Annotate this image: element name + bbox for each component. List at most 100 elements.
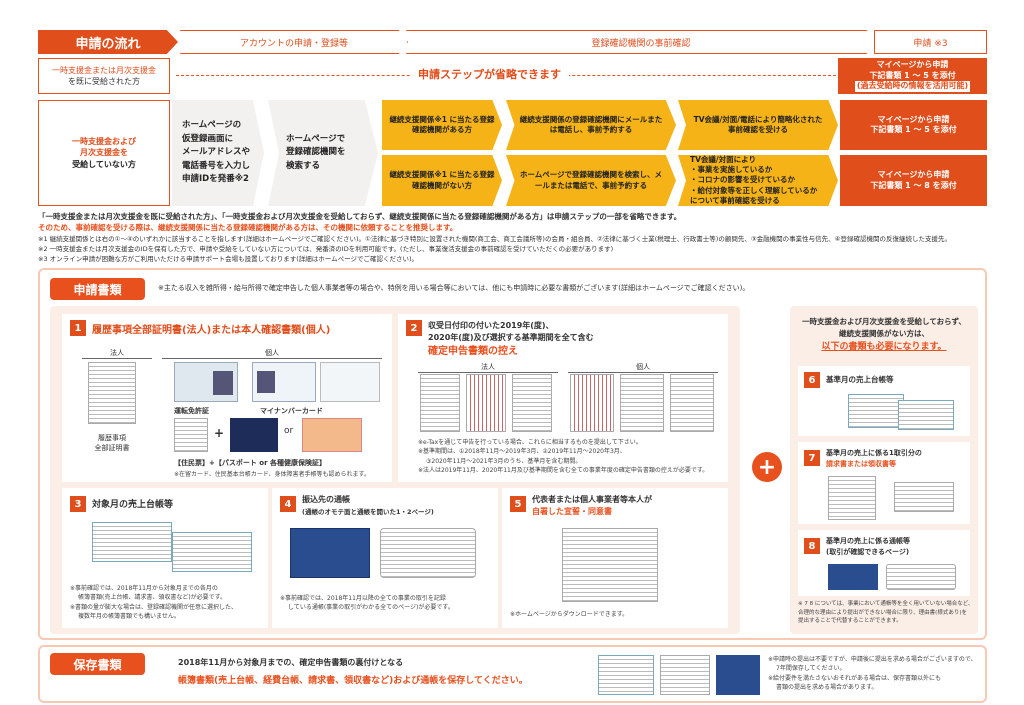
received-line1: 一時支援金または月次支援金 (52, 65, 156, 75)
flow-header: 申請の流れ アカウントの申請・登録等 登録確認機関の事前確認 申請 ※3 (38, 30, 987, 54)
extra-head-line3: 以下の書類も必要になります。 (821, 342, 947, 352)
step-apply: 申請 ※3 (874, 30, 987, 54)
has-relation-box: 継続支援関係※1 に当たる登録確認機関がある方 (382, 100, 502, 150)
indiv-return-image-1 (570, 374, 614, 432)
not-received-box: 一時支援金および 月次支援金を 受給していない方 (38, 100, 170, 206)
extra-docs-panel: 一時支援金および月次支援金を受給しておらず、 継続支援関係がない方は、 以下の書… (790, 306, 978, 634)
skip-apply-line2: 下記書類 1 〜 5 を添付 (869, 70, 956, 80)
extra-note3: 提出することで代替することができます。 (798, 618, 902, 625)
invoice-image (828, 476, 876, 520)
doc2-note1: ※e-Taxを通じて申告を行っている場合、これらに相当するものを提出して下さい。 (418, 439, 642, 446)
apply-box-a: マイページから申請 下記書類 1 〜 5 を添付 (840, 100, 987, 150)
doc7-line2: 請求書または領収書等 (826, 459, 896, 468)
doc3-card: 3 対象月の売上台帳等 ※事前確認では、2018年11月から対象月までの各月の … (62, 488, 268, 628)
doc7-card: 7 基準月の売上に係る1取引分の 請求書または領収書等 (798, 442, 970, 524)
keep-section: 保存書類 2018年11月から対象月までの、確定申告書類の裏付けとなる 帳簿書類… (38, 645, 987, 703)
flow-title: 申請の流れ (38, 30, 178, 54)
keep-note3: ※給付要件を満たさないおそれがある場合は、保存書類以外にも (768, 674, 942, 682)
doc1-card: 1 履歴事項全部証明書(法人)または本人確認書類(個人) 法人 履歴事項 全部証… (62, 314, 392, 482)
full-check-box: TV会議/対面により ・事業を実施しているか ・コロナの影響を受けているか ・給… (678, 155, 838, 206)
doc8-number: 8 (804, 538, 820, 554)
receipt-image (894, 482, 954, 512)
search-line1: ホームページで (286, 133, 346, 144)
doc7-number: 7 (804, 450, 820, 466)
note-1: ※1 継続支援関係とは右の①〜④のいずれかに該当することを指します(詳細はホーム… (38, 234, 952, 243)
doc5-title: 代表者または個人事業者等本人が 自署した宣誓・同意書 (532, 494, 652, 518)
keep-notes: ※申請時の提出は不要ですが、申請後に提出を求める場合がございますので、 7年間保… (768, 655, 986, 692)
doc2-card: 2 収受日付印の付いた2019年(度)、 2020年(度)及び選択する基準期間を… (398, 314, 728, 482)
note-2: ※2 一時支援金または月次支援金のIDを保有した方で、申請や受給をしていない方に… (38, 244, 614, 253)
corp-return-image-3 (512, 374, 552, 432)
corp-return-image-1 (420, 374, 460, 432)
search-box: ホームページで 登録確認機関を 検索する (268, 100, 378, 206)
doc2-corp-label: 法人 (418, 362, 558, 373)
skip-apply-box: マイページから申請 下記書類 1 〜 5 を添付 (過去受給時の情報を活用可能) (838, 58, 987, 94)
extra-note2: 合理的な理由により提出ができない場合に限り、理由書(様式あり)を (798, 609, 967, 616)
doc1-corp-label: 法人 (82, 348, 152, 359)
doc8-line1: 基準月の売上に係る通帳等 (826, 537, 910, 545)
license-image (174, 362, 238, 402)
full-check-line2: ・事業を実施しているか (690, 165, 773, 175)
apply-box-b: マイページから申請 下記書類 1 〜 8 を添付 (840, 155, 987, 206)
keep-note2: 7年間保存してください。 (776, 665, 846, 673)
skip-apply-line3: (過去受給時の情報を活用可能) (854, 81, 971, 92)
extra-note1: ※ 7 8 については、事業において通帳等を全く用いていない場合など、 (798, 601, 974, 607)
mynumber-photo-icon (257, 371, 275, 393)
received-line2: を既に受給された方 (68, 77, 140, 86)
license-photo-icon (213, 371, 233, 395)
passport-image (230, 418, 278, 452)
not-received-line1: 一時支援金および (72, 136, 136, 146)
doc3-notes: ※事前確認では、2018年11月から対象月までの各月の 帳簿書類(売上台帳、請求… (70, 584, 265, 621)
apply-a-line2: 下記書類 1 〜 5 を添付 (870, 125, 957, 134)
doc6-title: 基準月の売上台帳等 (826, 375, 894, 384)
base-ledger-image-2 (898, 400, 954, 430)
doc3-note1: ※事前確認では、2018年11月から対象月までの各月の (70, 585, 218, 592)
skip-row: 一時支援金または月次支援金 を既に受給された方 申請ステップが省略できます マイ… (38, 58, 987, 94)
doc2-line1: 収受日付印の付いた2019年(度)、 (428, 321, 554, 330)
registry-cert-line2: 全部証明書 (94, 443, 130, 452)
passbook-open-image (380, 528, 476, 578)
mynumber-card-image (252, 362, 316, 402)
doc2-note3: ③2020年11月〜2021年3月のうち、基準月を含む期間。 (426, 457, 582, 465)
plus-sign: + (214, 426, 225, 440)
extra-docs-notes: ※ 7 8 については、事業において通帳等を全く用いていない場合など、 合理的な… (798, 600, 976, 626)
indiv-return-image-3 (670, 374, 714, 432)
doc4-title: 振込先の通帳 (302, 495, 350, 504)
doc1-indiv-label: 個人 (162, 348, 382, 359)
insurance-card-image (302, 418, 362, 452)
reserve-box-b: ホームページで登録確認機関を検索し、メールまたは電話で、事前予約する (506, 155, 676, 206)
doc8-title: 基準月の売上に係る通帳等 (取引が確認できるページ) (826, 536, 910, 557)
keep-tag: 保存書類 (50, 653, 145, 675)
doc6-card: 6 基準月の売上台帳等 (798, 366, 970, 436)
registry-cert-line1: 履歴事項 (98, 434, 126, 442)
documents-section: 申請書類 ※主たる収入を雑所得・給与所得で確定申告した個人事業者等の場合や、特例… (38, 268, 987, 640)
doc1-title: 履歴事項全部証明書(法人)または本人確認書類(個人) (92, 325, 331, 336)
step-account: アカウントの申請・登録等 (180, 30, 408, 54)
base-passbook-open-image (886, 564, 956, 590)
doc3-note3: ※書類の量が膨大な場合は、登録確認機関が任意に選択した、 (70, 603, 238, 611)
not-received-line2: 月次支援金を (80, 148, 128, 158)
full-check-line4: ・給付対象等を正しく理解しているか (690, 185, 818, 195)
documents-tag: 申請書類 (50, 278, 145, 300)
mynumber-label: マイナンバーカード (260, 407, 323, 415)
plus-circle-icon: + (752, 452, 782, 482)
register-line5: 申請IDを発番※2 (182, 174, 249, 185)
keep-line1: 2018年11月から対象月までの、確定申告書類の裏付けとなる (178, 658, 404, 667)
full-check-line1: TV会議/対面により (690, 155, 757, 165)
doc7-title: 基準月の売上に係る1取引分の 請求書または領収書等 (826, 448, 922, 469)
doc3-title: 対象月の売上台帳等 (92, 500, 174, 510)
register-line2: 仮登録画面に (182, 133, 234, 144)
apply-b-line1: マイページから申請 (877, 170, 950, 180)
doc5-line1: 代表者または個人事業者等本人が (532, 495, 652, 504)
doc2-line2: 2020年(度)及び選択する基準期間を全て含む (428, 333, 594, 342)
doc1-number: 1 (70, 320, 86, 336)
keep-ledger-image (598, 655, 654, 695)
full-check-line5: について事前確認を受ける (690, 195, 780, 205)
doc4-note2: している通帳(事業の取引がわかる全てのページ)が必要です。 (288, 604, 454, 612)
extra-head-line2: 継続支援関係がない方は、 (839, 329, 929, 338)
full-check-line3: ・コロナの影響を受けているか (690, 175, 795, 185)
doc6-number: 6 (804, 372, 820, 388)
keep-line2: 帳簿書類(売上台帳、経費台帳、請求書、領収書など)および通帳を保存してください。 (178, 676, 528, 686)
doc8-line2: (取引が確認できるページ) (826, 547, 910, 556)
register-line1: ホームページの (182, 120, 242, 131)
